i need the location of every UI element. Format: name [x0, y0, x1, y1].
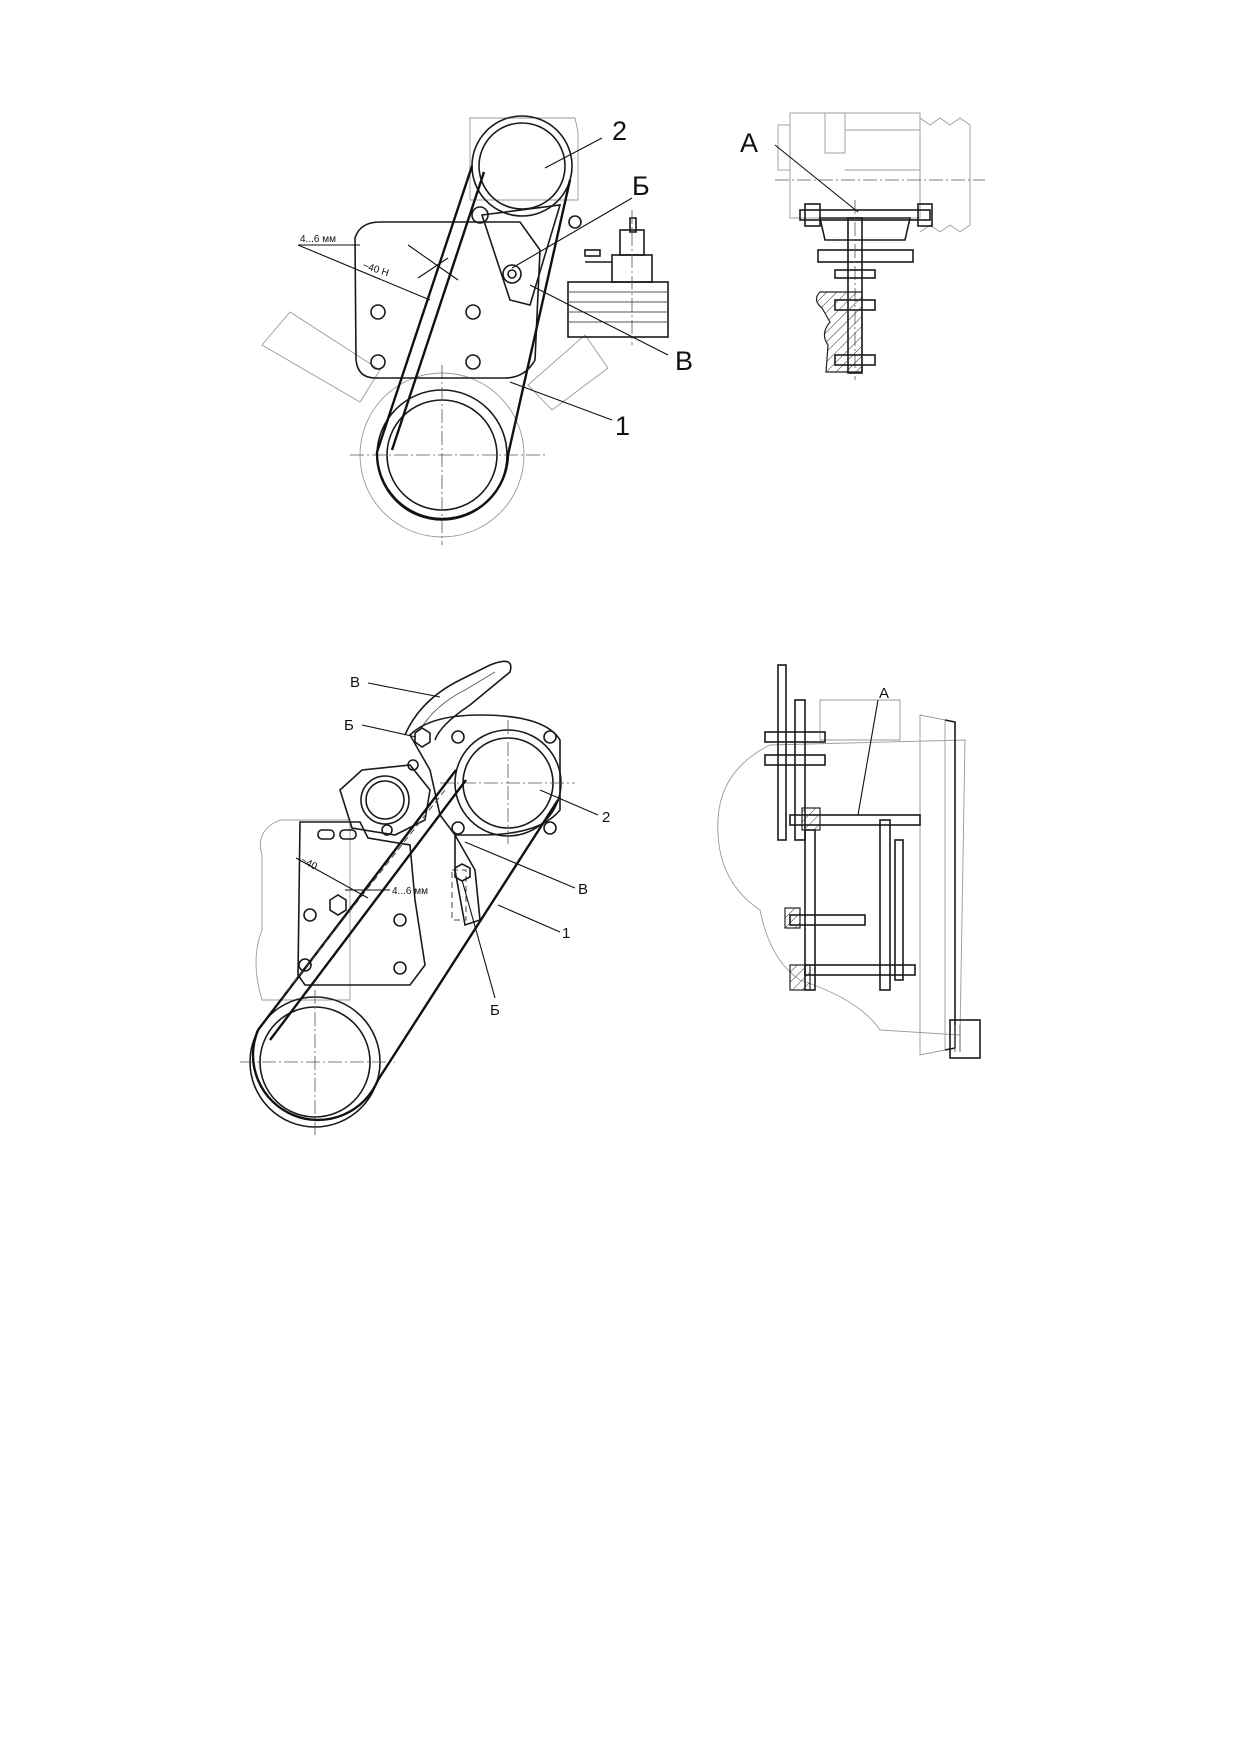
fig2-bolt-hex: [414, 727, 431, 748]
generator-side-pulley: [919, 117, 971, 233]
generator-pulley: [471, 115, 573, 217]
fig2-label-pulley: 2: [602, 809, 610, 826]
fig2-front-plate: [777, 664, 787, 841]
fig1-front-view: 4...6 мм ~40 Н 2 Б В 1: [261, 115, 693, 545]
fig2-label-bolt-bottom: Б: [490, 1002, 500, 1019]
bracket-bolt-hole: [465, 304, 481, 320]
fig2-pipe-flange: [339, 764, 431, 836]
fig1-side-view: А: [740, 112, 985, 380]
fig2-label-bolt-top: Б: [344, 717, 354, 734]
fig2-adjusting-arm: [454, 831, 481, 927]
fig2-engine-casting: [717, 739, 966, 1036]
fig2-generator-pulley: [440, 720, 575, 845]
fig2-bottom-lug: [949, 1019, 981, 1059]
fig1-label-bracket: В: [675, 346, 693, 376]
fig1-label-belt: 1: [615, 411, 630, 441]
bracket-bolt-hole: [370, 304, 386, 320]
bracket-bolt-hole: [370, 354, 386, 370]
fig1-label-bolt: Б: [632, 171, 650, 201]
generator-housing: [469, 117, 579, 201]
engine-cylinder-left: [261, 311, 381, 403]
fig1-force-dim: ~40 Н: [361, 260, 390, 279]
fig2-crankshaft-pulley: [240, 990, 395, 1135]
fig2-deflection-dim: 4...6 мм: [392, 886, 428, 897]
side-bracket: [818, 217, 912, 241]
pivot-bolt: [471, 206, 489, 224]
engine-section-hatch: [815, 291, 863, 373]
bracket-bolt-hole: [465, 354, 481, 370]
fig2-mounting-plate: [297, 821, 426, 986]
fig2-slotted-bracket: [404, 660, 512, 741]
through-bolt: [799, 209, 931, 221]
fig2-front-view: ~40 4...6 мм В Б 2 В 1 Б: [240, 660, 610, 1135]
fig2-engine-body: [255, 819, 351, 1001]
engine-cylinder-right: [527, 334, 609, 411]
fig1-label-pulley: 2: [612, 116, 627, 146]
fig2-label-bracket-mid: В: [578, 881, 588, 898]
fig2-side-pulley: [919, 714, 946, 1056]
adjusting-bolt: [502, 264, 522, 284]
mounting-bracket-plate: [354, 221, 541, 379]
compressor-body: [567, 210, 669, 345]
fig2-drive-belt: [251, 769, 560, 1122]
fig2-bolt-row: [764, 731, 921, 976]
fig2-label-belt: 1: [562, 925, 570, 942]
tension-bracket-arm: [480, 204, 562, 306]
fig2-label-bracket-top: В: [350, 674, 360, 691]
fig2-force-dim: ~40: [299, 855, 320, 873]
drive-belt: [375, 165, 572, 521]
fig2-side-view: А: [717, 664, 981, 1059]
bracket-end-bolt: [568, 215, 582, 229]
fig1-label-spacer: А: [740, 128, 758, 158]
adjusting-bolt-inner: [507, 269, 517, 279]
fig2-label-spacer: А: [879, 685, 889, 702]
fig1-deflection-dim: 4...6 мм: [300, 234, 336, 245]
fig2-bracket-vertical: [879, 819, 891, 991]
